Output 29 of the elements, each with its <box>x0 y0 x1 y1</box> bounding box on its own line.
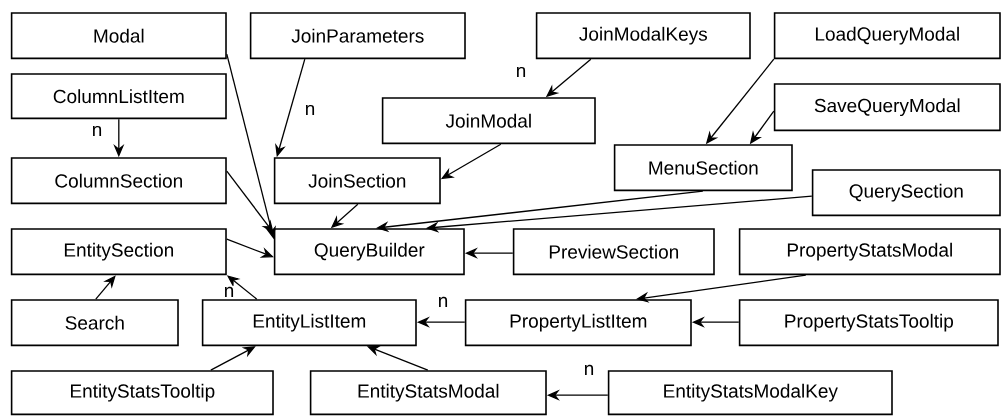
component-box: EntityStatsModal <box>309 370 547 416</box>
component-box: Search <box>10 299 179 347</box>
component-box: ColumnSection <box>10 157 227 205</box>
component-box: SaveQueryModal <box>773 83 1001 132</box>
edge-label: n <box>582 363 596 377</box>
edge-label: n <box>90 124 104 138</box>
component-box: JoinModalKeys <box>535 12 751 60</box>
component-box: PreviewSection <box>512 228 715 276</box>
component-box: EntityListItem <box>201 299 417 347</box>
component-box: MenuSection <box>613 144 793 192</box>
component-box: PropertyStatsTooltip <box>738 299 999 347</box>
edge-label: n <box>514 65 528 79</box>
component-box: JoinParameters <box>249 12 466 60</box>
component-box: PropertyStatsModal <box>738 228 1001 276</box>
component-box: EntitySection <box>10 228 227 276</box>
edge-label: n <box>303 103 317 117</box>
component-box: JoinSection <box>273 157 441 205</box>
component-box: EntityStatsModalKey <box>607 370 893 416</box>
component-box: Modal <box>10 12 227 60</box>
component-box: QuerySection <box>811 169 1001 217</box>
component-box: QueryBuilder <box>273 228 465 276</box>
edge-label: n <box>436 295 450 309</box>
edge-label: n <box>222 285 236 299</box>
component-box: JoinModal <box>381 97 596 145</box>
component-box: ColumnListItem <box>10 73 227 120</box>
component-box: PropertyListItem <box>464 299 692 347</box>
arrow <box>95 275 116 300</box>
component-box: LoadQueryModal <box>773 12 1001 60</box>
component-box: EntityStatsTooltip <box>10 370 274 416</box>
